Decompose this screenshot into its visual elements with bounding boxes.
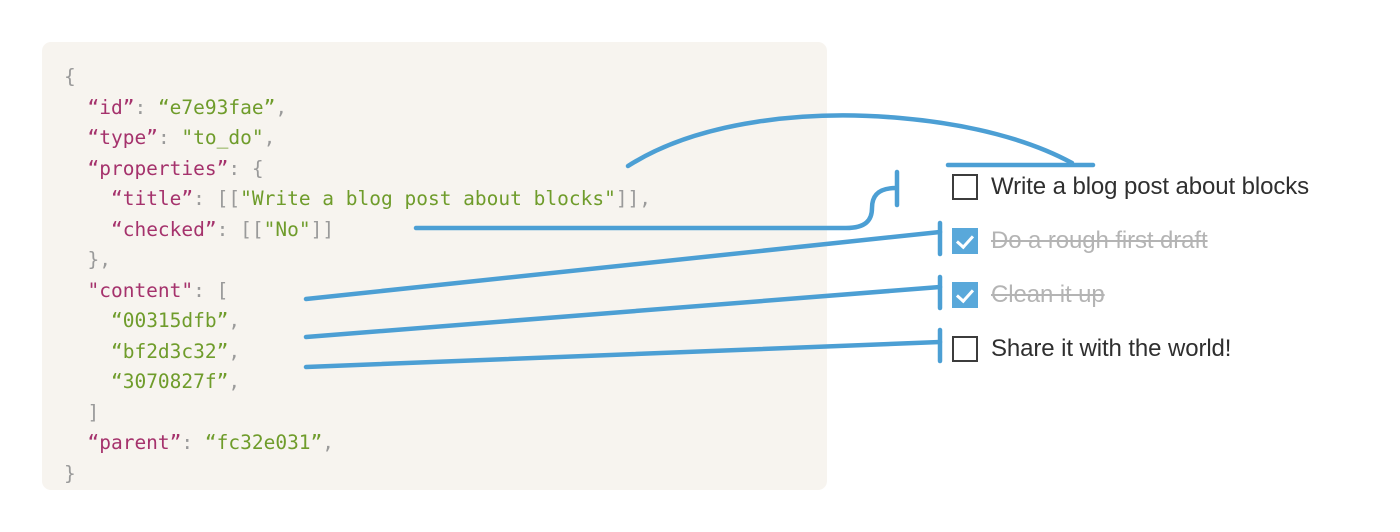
json-token-jp: , (322, 431, 335, 454)
checkbox-unchecked-icon[interactable] (952, 336, 978, 362)
json-token-jv: "to_do" (181, 126, 264, 149)
json-token-jv: “00315dfb” (110, 309, 229, 332)
json-indent (64, 431, 87, 454)
json-token-jk: “parent” (87, 431, 182, 454)
json-token-jk: “title” (110, 187, 194, 210)
json-token-jp: : (134, 95, 158, 119)
todo-item-label: Clean it up (991, 281, 1105, 308)
json-token-jp: : [[ (216, 217, 264, 241)
json-indent (64, 187, 111, 210)
json-indent (64, 370, 111, 393)
json-line: “00315dfb”, (64, 306, 651, 337)
json-line: “checked”: [["No"]] (64, 215, 651, 246)
json-token-jp: : { (228, 156, 264, 180)
json-token-jp: : (157, 126, 182, 149)
json-line: }, (64, 245, 651, 276)
json-token-jp: : [[ (193, 187, 241, 210)
todo-item[interactable]: Write a blog post about blocks (952, 168, 1309, 206)
todo-item-label: Share it with the world! (991, 335, 1232, 362)
todo-item[interactable]: Do a rough first draft (952, 222, 1309, 260)
todo-item-label: Write a blog post about blocks (991, 173, 1310, 200)
json-line: “bf2d3c32”, (64, 337, 651, 368)
json-token-jp: ]], (615, 187, 652, 210)
json-line: } (64, 459, 651, 490)
json-token-jp: }, (87, 248, 111, 271)
json-indent (64, 96, 87, 119)
json-line: “3070827f”, (64, 367, 651, 398)
json-token-jk: “checked” (110, 217, 217, 241)
json-token-jp: , (228, 339, 241, 363)
checkbox-unchecked-icon[interactable] (952, 174, 978, 200)
checkbox-checked-icon[interactable] (952, 228, 978, 254)
json-line: “properties”: { (64, 154, 651, 185)
json-token-jk: “properties” (87, 156, 229, 180)
json-token-jp: , (228, 309, 241, 332)
json-token-jk: “id” (87, 95, 135, 119)
json-token-jv: "Write a blog post about blocks" (240, 187, 616, 210)
json-token-jv: “e7e93fae” (157, 95, 276, 119)
json-token-jv: “fc32e031” (204, 431, 323, 454)
json-token-jp: , (275, 95, 288, 119)
json-indent (64, 248, 87, 271)
json-token-jv: “3070827f” (110, 370, 229, 393)
json-indent (64, 279, 87, 302)
json-line: ] (64, 398, 651, 429)
todo-item[interactable]: Clean it up (952, 276, 1309, 314)
json-token-jp: , (263, 126, 276, 149)
json-token-jv: “bf2d3c32” (110, 339, 229, 363)
json-line: “id”: “e7e93fae”, (64, 93, 651, 124)
json-indent (64, 126, 87, 149)
json-token-jk: “type” (87, 126, 158, 149)
json-indent (64, 218, 111, 241)
json-token-jp: : (181, 431, 205, 454)
json-token-jk: "content" (87, 278, 194, 302)
json-indent (64, 401, 87, 424)
json-token-jv: "No" (263, 217, 311, 241)
todo-list: Write a blog post about blocks Do a rough… (952, 168, 1309, 368)
json-indent (64, 309, 111, 332)
json-indent (64, 157, 87, 180)
todo-item[interactable]: Share it with the world! (952, 330, 1309, 368)
json-indent (64, 340, 111, 363)
json-line: “parent”: “fc32e031”, (64, 428, 651, 459)
todo-item-label: Do a rough first draft (991, 227, 1208, 254)
json-line: “type”: "to_do", (64, 123, 651, 154)
json-token-jp: , (228, 370, 241, 393)
json-line: { (64, 62, 651, 93)
json-token-jp: ]] (310, 217, 335, 241)
json-token-jp: : [ (193, 278, 229, 302)
json-token-jp: } (64, 461, 76, 485)
json-token-jp: ] (87, 400, 100, 424)
json-token-jp: { (64, 65, 76, 88)
json-line: “title”: [["Write a blog post about bloc… (64, 184, 651, 215)
checkbox-checked-icon[interactable] (952, 282, 978, 308)
json-line: "content": [ (64, 276, 651, 307)
json-code-block: { “id”: “e7e93fae”, “type”: "to_do", “pr… (64, 62, 651, 489)
